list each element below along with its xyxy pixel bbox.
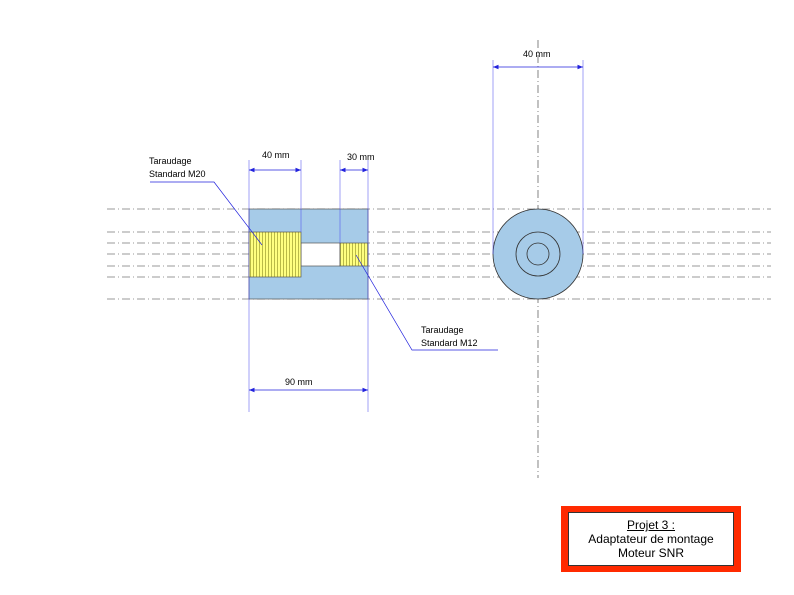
- title-project: Projet 3 :: [626, 518, 676, 532]
- dim-diameter: 40 mm: [523, 49, 551, 59]
- m12-thread-hatch: [339, 242, 369, 267]
- title-block-inner: Projet 3 : Adaptateur de montage Moteur …: [568, 512, 734, 566]
- label-m20-line2: Standard M20: [149, 169, 206, 179]
- title-block: Projet 3 : Adaptateur de montage Moteur …: [561, 506, 741, 572]
- side-view: [248, 208, 369, 300]
- extension-lines: [248, 60, 584, 412]
- title-subject: Adaptateur de montage: [588, 532, 714, 546]
- dim-m12-bore: 30 mm: [347, 152, 375, 162]
- dim-m20-bore: 40 mm: [262, 150, 290, 160]
- dim-total-length: 90 mm: [285, 377, 313, 387]
- label-m20-line1: Taraudage: [149, 156, 192, 166]
- center-lines: [107, 40, 771, 478]
- dimension-lines: [249, 64, 583, 393]
- label-m12-line1: Taraudage: [421, 325, 464, 335]
- leader-lines: [150, 181, 498, 351]
- label-m12-line2: Standard M12: [421, 338, 478, 348]
- front-view: [492, 208, 584, 300]
- title-motor: Moteur SNR: [617, 546, 685, 560]
